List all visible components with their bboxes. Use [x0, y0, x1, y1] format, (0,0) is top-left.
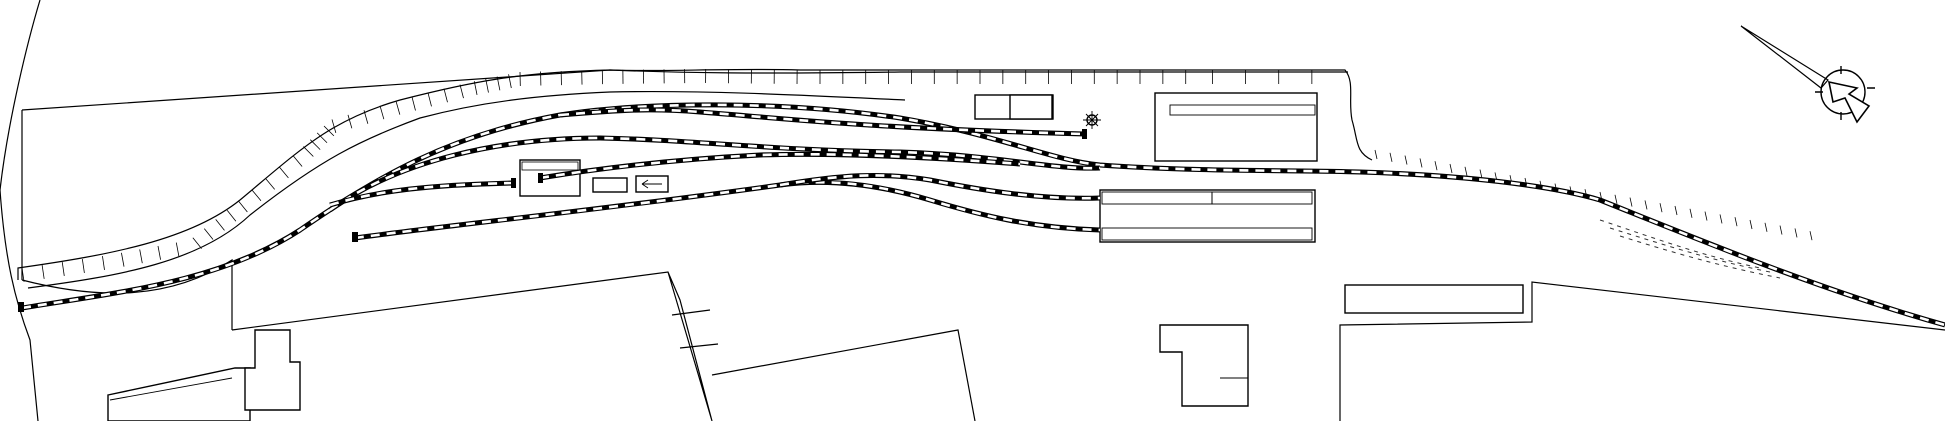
embankment-hatch-mark: [1614, 194, 1618, 204]
warehouse-top: [1154, 92, 1318, 162]
embankment-hatch-mark: [1644, 200, 1648, 210]
station-building-inner-top-2: [1211, 191, 1313, 205]
embankment-hatch-mark: [496, 76, 501, 91]
buffer-stop-2: [352, 232, 358, 242]
embankment-hatch-mark: [175, 242, 180, 257]
embankment-hatch-mark: [41, 264, 45, 279]
embankment-hatch-mark: [395, 101, 401, 115]
embankment-hatch-mark: [1809, 231, 1813, 241]
embankment-hatch-mark: [265, 178, 275, 190]
embankment-hatch-mark: [1764, 222, 1768, 232]
embankment-hatch-mark: [323, 125, 335, 137]
embankment-hatch-mark: [203, 228, 214, 240]
embankment-hatch-mark: [1404, 155, 1408, 165]
embankment-hatch-mark: [81, 259, 85, 273]
embankment-hatch-mark: [1779, 225, 1783, 235]
l-shaped-building: [1159, 324, 1249, 407]
tree-icon: [1083, 111, 1101, 129]
embankment-hatch-mark: [411, 96, 416, 111]
embankment-hatch-mark: [1389, 152, 1393, 162]
embankment-hatch-mark: [1719, 214, 1723, 224]
embankment-hatch-mark: [443, 88, 448, 103]
embankment-hatch-mark: [1419, 158, 1423, 168]
embankment-hatch-mark: [192, 237, 202, 249]
embankment-hatch-mark: [21, 267, 25, 282]
embankment-hatch-mark: [1749, 219, 1753, 230]
embankment-hatch-mark: [508, 74, 512, 89]
embankment-hatch-mark: [427, 92, 432, 107]
embankment-hatch-mark: [316, 132, 328, 144]
embankment-hatch-mark: [1689, 208, 1693, 218]
embankment-hatch-mark: [1704, 211, 1708, 221]
embankment-hatch-mark: [1674, 205, 1678, 216]
equipment-box: [592, 177, 628, 193]
ghost-track: [1599, 219, 1761, 269]
factory-block-2: [711, 329, 976, 421]
north-arrow-icon: [1740, 25, 1875, 124]
embankment-hatch-mark: [347, 114, 353, 129]
embankment-hatch-mark: [279, 166, 289, 179]
embankment-hatch-mark: [1479, 169, 1483, 179]
embankment-hatch-mark: [251, 189, 262, 202]
embankment-hatch-mark: [157, 245, 161, 260]
station-building: [1099, 189, 1316, 243]
embankment-hatch-mark: [1659, 203, 1663, 213]
embankment-hatch-mark: [310, 139, 321, 150]
embankment-hatch-mark: [292, 155, 303, 167]
embankment-hatch-mark: [459, 84, 464, 99]
embankment-hatch-mark: [379, 105, 385, 120]
embankment-hatch-mark: [1794, 228, 1798, 238]
embankment-hatch-mark: [139, 249, 143, 264]
station-building-inner-bottom: [1101, 227, 1313, 241]
buffer-stop-4: [511, 178, 516, 188]
embankment-hatch-mark: [102, 256, 105, 271]
warehouse-top-inner: [1169, 104, 1316, 116]
buffer-stop-5: [538, 173, 543, 183]
embankment-hatch-mark: [331, 119, 337, 133]
lower-building-left: [107, 367, 251, 421]
factory-block: [231, 271, 713, 421]
embankment-hatch-mark: [1374, 149, 1378, 160]
embankment-hatch-mark: [1434, 161, 1438, 171]
embankment-hatch-mark: [1629, 197, 1633, 207]
embankment-hatch-mark: [1464, 166, 1468, 176]
embankment-hatch-mark: [303, 146, 314, 157]
goods-shed-top-2: [1009, 94, 1053, 120]
buffer-stop: [18, 302, 24, 312]
embankment-hatch-mark: [238, 200, 248, 213]
platform-spur: [539, 151, 1021, 181]
embankment-hatch-mark: [226, 210, 237, 222]
embankment-hatch-mark: [1449, 163, 1453, 174]
embankment-hatch-mark: [485, 78, 489, 93]
long-building-right: [1344, 284, 1524, 314]
platform-shed-hatch: [521, 161, 579, 171]
buildings: [107, 92, 1945, 421]
embankment-hatch-mark: [61, 261, 65, 276]
buffer-stop-3: [1082, 129, 1087, 139]
embankment-hatch-mark: [473, 81, 478, 95]
embankment-hatch-mark: [1734, 217, 1738, 227]
lower-building-annex: [244, 329, 301, 411]
embankment-hatch-mark: [363, 110, 369, 124]
embankment-hatch-mark: [121, 252, 125, 267]
railway-tracks: [18, 102, 1945, 328]
embankment-hatch-mark: [215, 219, 225, 231]
